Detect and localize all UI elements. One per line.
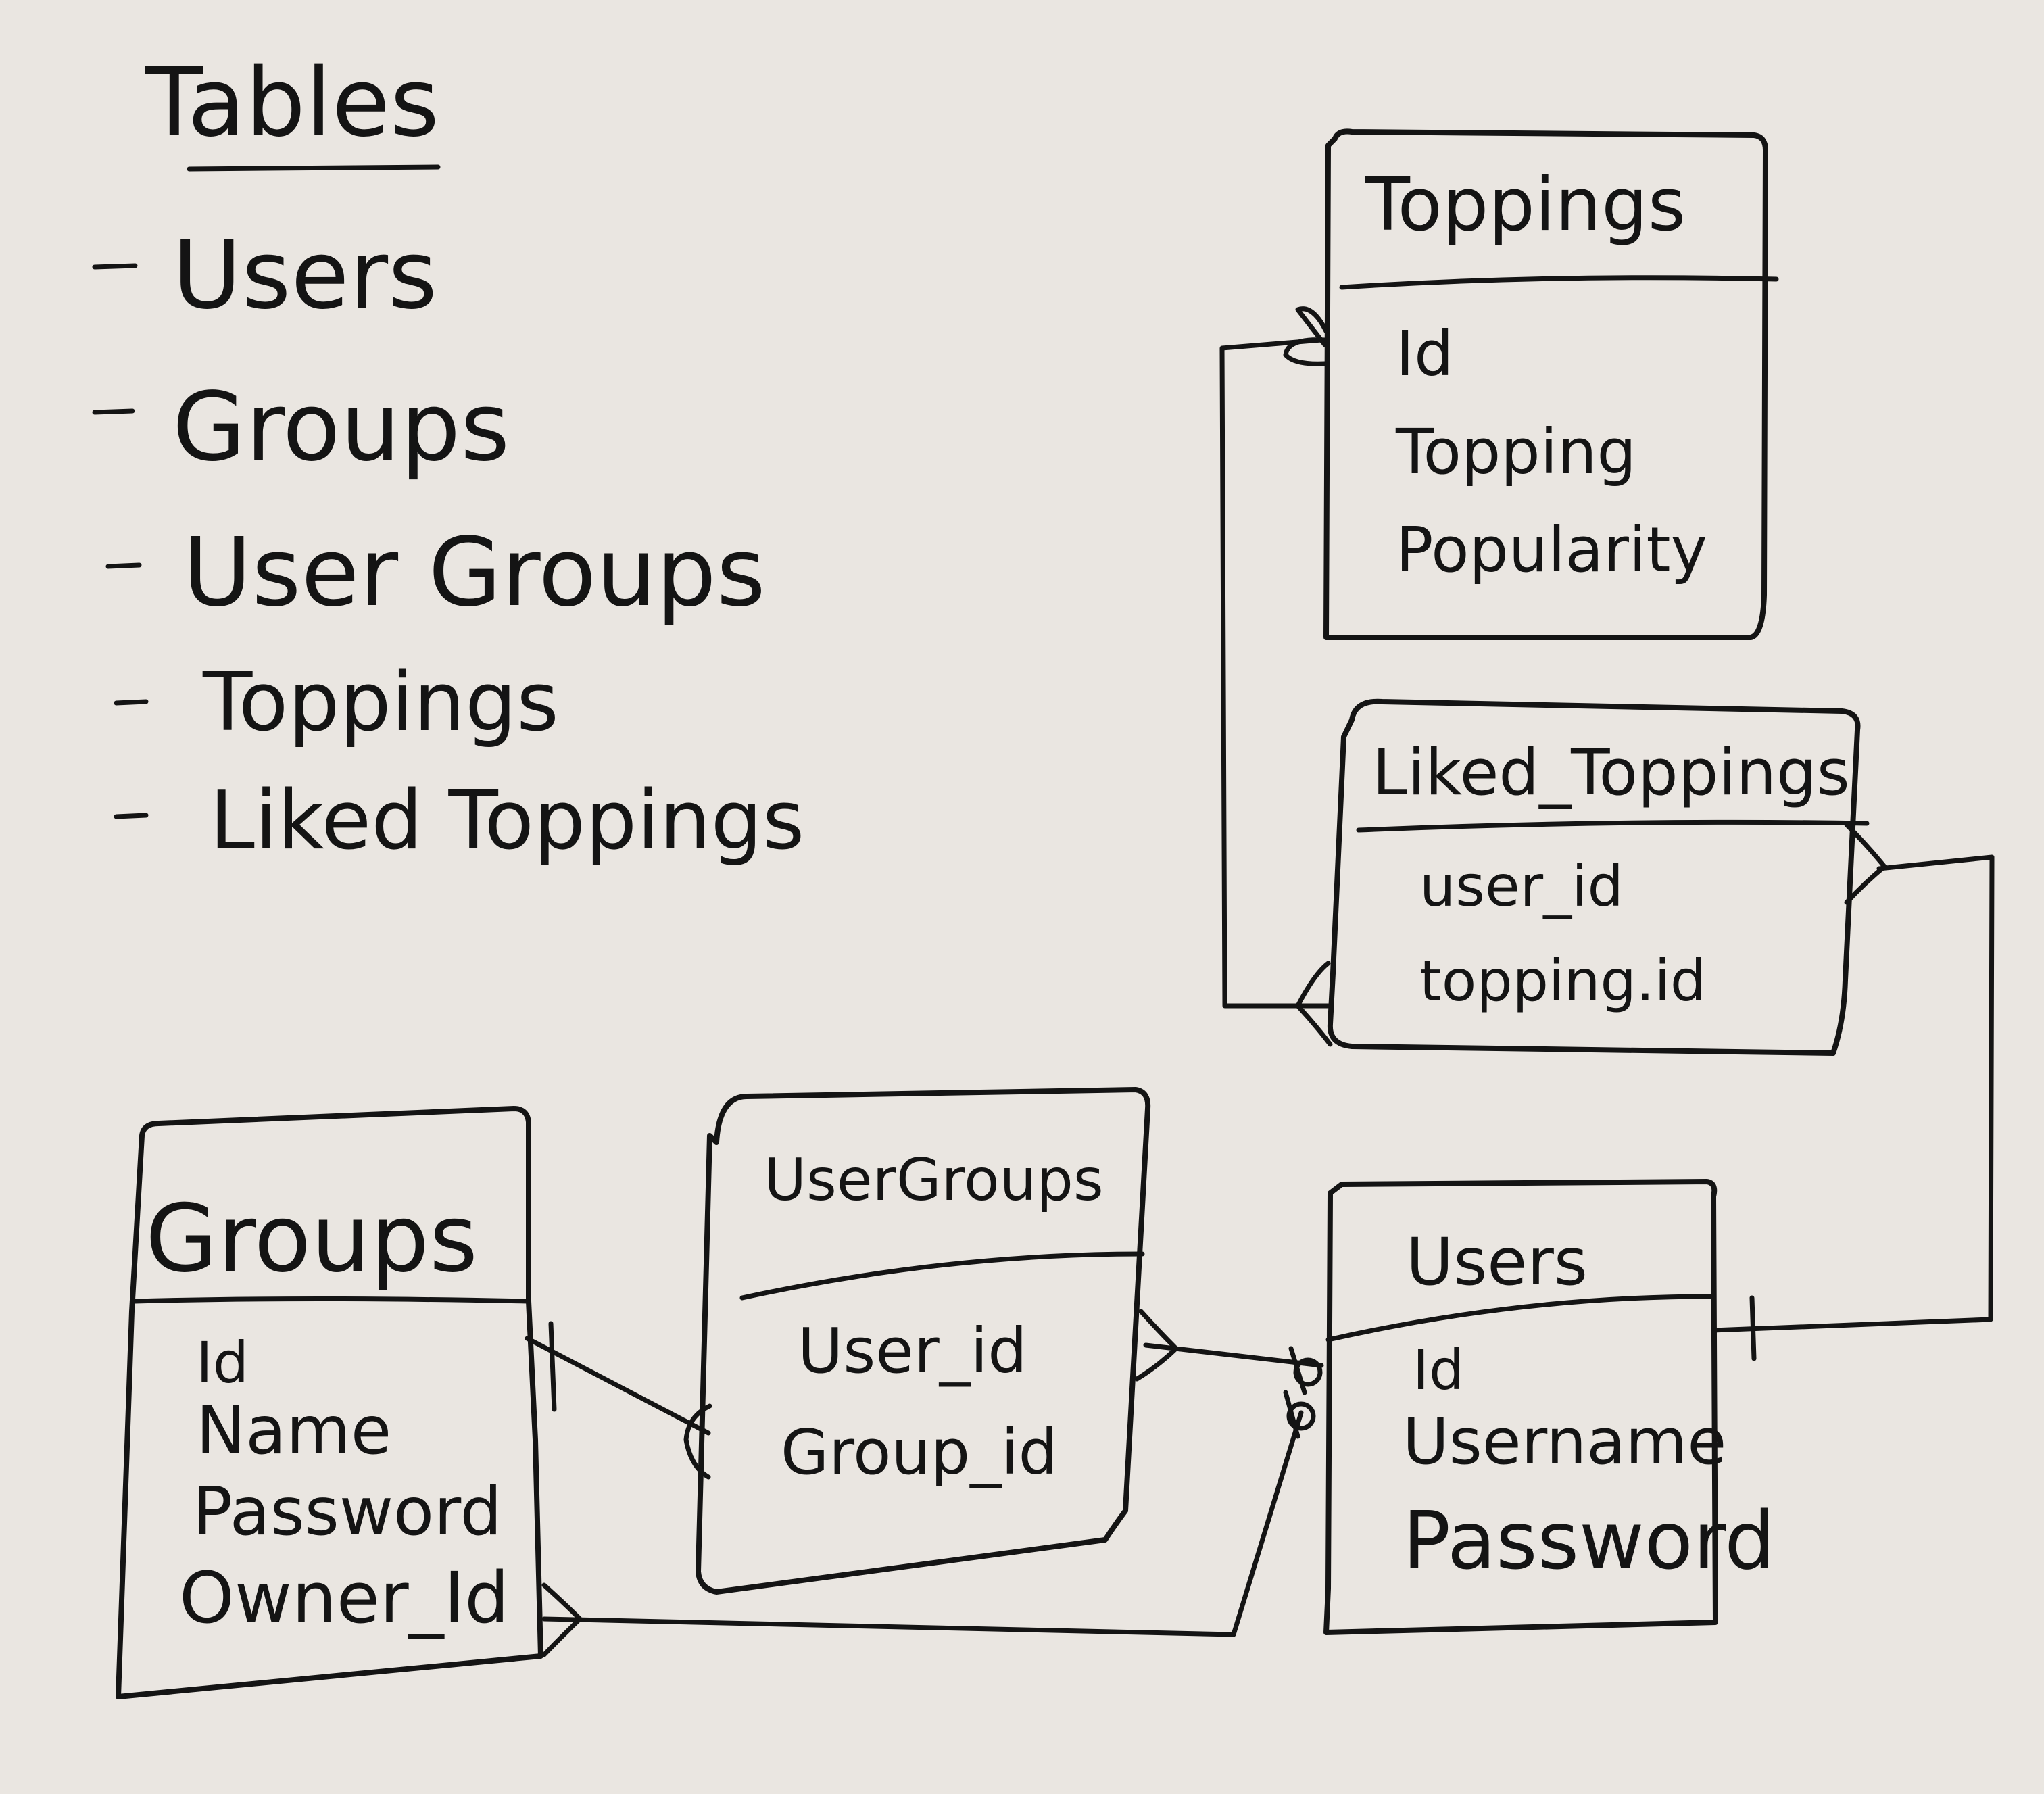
users-one-tick [1749, 1295, 1757, 1361]
table-groups: Groups Id Name Password Owner_Id [116, 1106, 543, 1699]
table-liked-toppings-divider [1356, 819, 1870, 833]
relation-liked-users [1711, 854, 1995, 1333]
crowfoot-liked-left [1295, 961, 1333, 1047]
table-groups-title: Groups [145, 1184, 478, 1293]
table-liked-toppings-field-2: topping.id [1419, 948, 1706, 1014]
legend-dash-4 [114, 699, 149, 706]
table-groups-field-2: Name [196, 1392, 391, 1470]
relationships [525, 306, 1995, 1657]
table-groups-field-1: Id [196, 1330, 249, 1396]
table-users-border [1323, 1179, 1718, 1635]
legend-dash-1 [92, 263, 138, 270]
table-users-field-2: Username [1403, 1405, 1726, 1479]
relation-groups-owner-users [541, 1410, 1304, 1637]
table-liked-toppings-title: Liked_Toppings [1372, 736, 1850, 810]
table-users-title: Users [1406, 1224, 1588, 1300]
legend-dash-5 [114, 813, 149, 819]
table-user-groups-title: UserGroups [764, 1146, 1104, 1214]
crowfoot-usergroups-left [683, 1403, 712, 1480]
table-users-field-3: Password [1403, 1494, 1775, 1587]
crowfoot-groups-owner [541, 1582, 583, 1657]
groups-one-tick [548, 1321, 557, 1412]
legend-dash-2 [92, 408, 135, 415]
legend-title-underline [187, 164, 441, 172]
table-groups-border [116, 1106, 543, 1699]
table-user-groups-field-2: Group_id [781, 1416, 1058, 1488]
table-liked-toppings: Liked_Toppings user_id topping.id [1327, 698, 1870, 1056]
table-toppings-title: Toppings [1365, 163, 1686, 247]
crowfoot-toppings [1283, 306, 1329, 366]
users-zero-circle-2 [1286, 1401, 1316, 1431]
table-users: Users Id Username Password [1323, 1179, 1775, 1635]
table-toppings-field-2: Topping [1395, 416, 1636, 488]
legend-item-users: Users [172, 220, 437, 331]
users-zero-circle-1 [1293, 1357, 1323, 1387]
table-toppings-field-3: Popularity [1396, 514, 1707, 586]
crowfoot-liked-right [1844, 822, 1887, 905]
legend-dash-3 [105, 562, 142, 569]
table-groups-field-3: Password [193, 1474, 502, 1551]
table-users-divider [1325, 1294, 1713, 1342]
legend-item-user-groups: User Groups [182, 518, 766, 628]
users-one-ticks [1283, 1346, 1307, 1439]
legend-item-liked-toppings: Liked Toppings [210, 774, 804, 868]
table-liked-toppings-field-1: user_id [1419, 853, 1624, 919]
relation-toppings-liked [1219, 337, 1331, 1009]
table-groups-field-4: Owner_Id [179, 1557, 509, 1639]
table-toppings-field-1: Id [1396, 318, 1454, 390]
table-user-groups-divider [739, 1251, 1145, 1301]
legend: Tables Users Groups User Groups Toppings… [92, 48, 804, 868]
table-user-groups-border [696, 1087, 1151, 1595]
table-users-field-1: Id [1413, 1338, 1464, 1403]
table-groups-divider [132, 1296, 530, 1304]
table-toppings: Toppings Id Topping Popularity [1323, 128, 1779, 640]
table-user-groups-field-1: User_id [798, 1315, 1027, 1387]
table-liked-toppings-border [1327, 698, 1861, 1056]
table-toppings-border [1323, 128, 1768, 640]
legend-item-toppings: Toppings [202, 656, 559, 750]
legend-item-groups: Groups [172, 372, 510, 483]
legend-title: Tables [145, 48, 439, 158]
table-user-groups: UserGroups User_id Group_id [696, 1087, 1151, 1595]
crowfoot-usergroups-right [1134, 1309, 1179, 1382]
table-toppings-divider [1339, 275, 1779, 290]
relation-groups-usergroups [525, 1336, 711, 1436]
